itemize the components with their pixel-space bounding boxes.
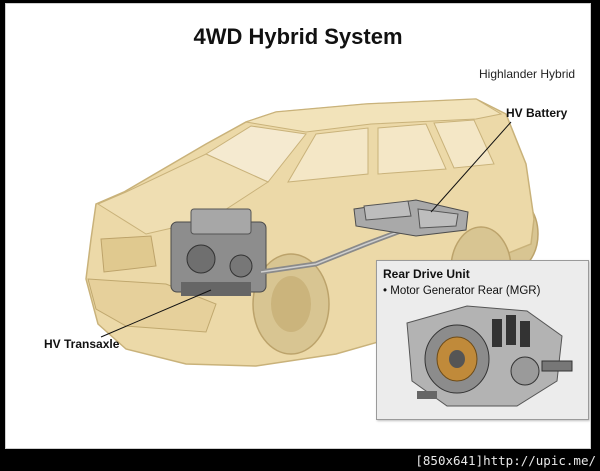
inset-bullet: • Motor Generator Rear (MGR) (383, 285, 541, 297)
front-grille (100, 235, 157, 273)
hv-battery-leader (430, 121, 512, 213)
hv-transaxle-component (170, 208, 267, 296)
diagram-title: 4WD Hybrid System (193, 24, 403, 49)
hv-transaxle-label: HV Transaxle (44, 337, 120, 351)
rear-drive-unit-illustration (406, 305, 573, 407)
rear-drive-unit-inset: Rear Drive Unit • Motor Generator Rear (… (376, 260, 589, 420)
rear-quarter-window (433, 119, 495, 169)
vehicle-roof (245, 98, 503, 133)
hv-battery-label: HV Battery (506, 106, 568, 120)
hv-transaxle-leader (100, 289, 212, 338)
diagram-canvas: 4WD Hybrid System Highlander Hybrid (5, 3, 591, 449)
front-side-window (287, 127, 369, 183)
inset-title: Rear Drive Unit (383, 267, 470, 281)
rear-side-window (377, 123, 447, 175)
watermark-text: [850x641]http://upic.me/ (415, 453, 596, 468)
vehicle-model-label: Highlander Hybrid (479, 67, 576, 81)
hv-battery-component (353, 199, 469, 237)
inset-bullet-text: Motor Generator Rear (MGR) (390, 285, 541, 297)
hood (96, 153, 270, 235)
